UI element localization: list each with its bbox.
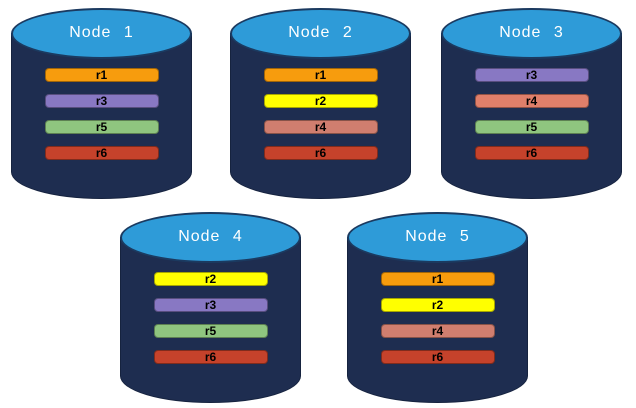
replica-bar: r6	[263, 146, 378, 160]
replica-bar: r2	[153, 272, 268, 286]
node-title: Node 2	[288, 23, 353, 41]
replica-list: r2 r3 r5 r6	[120, 272, 301, 364]
db-node-1: Node 1 r1 r3 r5 r6	[11, 8, 192, 199]
replica-bar: r2	[263, 94, 378, 108]
replica-list: r1 r3 r5 r6	[11, 68, 192, 160]
node-title: Node 3	[499, 23, 564, 41]
db-node-4: Node 4 r2 r3 r5 r6	[120, 212, 301, 403]
cylinder-body	[11, 33, 192, 199]
replica-list: r1 r2 r4 r6	[230, 68, 411, 160]
cylinder-body	[120, 237, 301, 403]
cylinder-body	[347, 237, 528, 403]
cylinder-top: Node 2	[230, 8, 411, 59]
replica-bar: r1	[380, 272, 495, 286]
node-title: Node 1	[69, 23, 134, 41]
cylinder-top: Node 3	[441, 8, 622, 59]
cylinder-top: Node 4	[120, 212, 301, 263]
cylinder-body	[441, 33, 622, 199]
replica-bar: r6	[153, 350, 268, 364]
db-node-5: Node 5 r1 r2 r4 r6	[347, 212, 528, 403]
replica-bar: r5	[474, 120, 589, 134]
replica-bar: r3	[474, 68, 589, 82]
node-title: Node 5	[405, 227, 470, 245]
replica-list: r1 r2 r4 r6	[347, 272, 528, 364]
cylinder-body	[230, 33, 411, 199]
replica-bar: r5	[44, 120, 159, 134]
replica-bar: r4	[474, 94, 589, 108]
replica-bar: r4	[380, 324, 495, 338]
replica-bar: r1	[263, 68, 378, 82]
replica-bar: r6	[44, 146, 159, 160]
cylinder-top: Node 5	[347, 212, 528, 263]
cylinder-top: Node 1	[11, 8, 192, 59]
replica-bar: r3	[153, 298, 268, 312]
replica-bar: r1	[44, 68, 159, 82]
replica-bar: r6	[474, 146, 589, 160]
replica-bar: r5	[153, 324, 268, 338]
replica-bar: r6	[380, 350, 495, 364]
replica-bar: r2	[380, 298, 495, 312]
replica-bar: r3	[44, 94, 159, 108]
node-title: Node 4	[178, 227, 243, 245]
replica-list: r3 r4 r5 r6	[441, 68, 622, 160]
db-node-3: Node 3 r3 r4 r5 r6	[441, 8, 622, 199]
db-node-2: Node 2 r1 r2 r4 r6	[230, 8, 411, 199]
replica-bar: r4	[263, 120, 378, 134]
